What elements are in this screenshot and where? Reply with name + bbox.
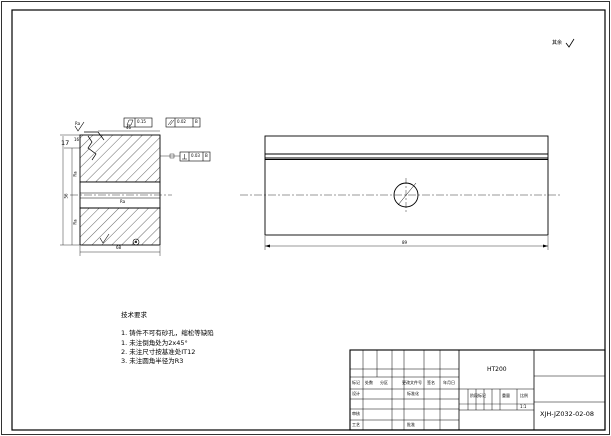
tb-scale: 比例 bbox=[520, 393, 528, 398]
dim-68: 68 bbox=[116, 245, 122, 250]
dim-width: 89 bbox=[402, 240, 408, 245]
tb-design: 设计 bbox=[352, 391, 360, 396]
gdt-perp-value: 0.03 bbox=[191, 153, 200, 158]
roughness-label-bottom: Ra bbox=[72, 219, 78, 225]
tb-approve: 批准 bbox=[407, 422, 415, 427]
datum-circle bbox=[132, 238, 140, 246]
roughness-label-left: Ra bbox=[72, 171, 78, 177]
section-lower-hatch bbox=[79, 207, 161, 246]
surface-finish-symbol bbox=[565, 38, 575, 48]
roughness-label-top: Ra bbox=[75, 121, 81, 126]
tb-count: 处数 bbox=[365, 380, 373, 385]
gdt-parallel-frame bbox=[165, 117, 201, 128]
roughness-label-mid: Ra bbox=[120, 199, 126, 204]
gdt-flatness-value: 0.15 bbox=[137, 119, 146, 124]
tb-change-doc: 更改文件号 bbox=[402, 380, 422, 385]
gdt-parallel-datum: B bbox=[195, 119, 198, 124]
tb-process: 工艺 bbox=[352, 422, 360, 427]
tb-weight: 重量 bbox=[502, 393, 510, 398]
bore-circle bbox=[393, 182, 419, 208]
tb-standardize: 标准化 bbox=[407, 391, 419, 396]
notes-title: 技术要求 bbox=[121, 311, 147, 319]
dim-56: 56 bbox=[63, 193, 69, 199]
surface-finish-label: 其余 bbox=[552, 40, 563, 46]
top-view-body bbox=[264, 135, 549, 236]
tb-scale-value: 1:1 bbox=[520, 404, 527, 409]
top-view bbox=[240, 135, 560, 250]
note-item: 1. 未注倒角处为2x45° bbox=[121, 339, 188, 347]
note-item: 3. 未注圆角半径为R3 bbox=[121, 357, 184, 365]
tb-mark: 标记 bbox=[352, 380, 360, 385]
inner-frame bbox=[11, 9, 606, 431]
tb-date: 年月日 bbox=[443, 380, 455, 385]
dim-17: 17 bbox=[61, 139, 70, 147]
tb-sign: 签名 bbox=[427, 380, 435, 385]
tb-review: 审核 bbox=[352, 411, 360, 416]
tb-stage-mark: 阶段标记 bbox=[470, 393, 486, 398]
note-item: 1. 铸件不可有砂孔，缩松等缺陷 bbox=[121, 329, 214, 337]
dim-16: 16 bbox=[74, 137, 80, 142]
gdt-flatness-frame bbox=[123, 117, 153, 128]
note-item: 2. 未注尺寸按基准处IT12 bbox=[121, 348, 196, 356]
gdt-perpendicular-frame bbox=[160, 151, 211, 162]
drawing-number: XJH-JZ032-02-08 bbox=[540, 410, 594, 418]
section-view bbox=[60, 117, 211, 256]
material-label: HT200 bbox=[487, 366, 507, 373]
gdt-perp-datum: B bbox=[205, 153, 208, 158]
dim-46: 46 bbox=[126, 125, 132, 130]
gdt-parallel-value: 0.02 bbox=[177, 119, 186, 124]
tb-zone: 分区 bbox=[380, 380, 388, 385]
title-block bbox=[349, 349, 606, 431]
roughness-mark-bottom bbox=[99, 233, 110, 244]
roughness-mark-top bbox=[74, 121, 85, 132]
